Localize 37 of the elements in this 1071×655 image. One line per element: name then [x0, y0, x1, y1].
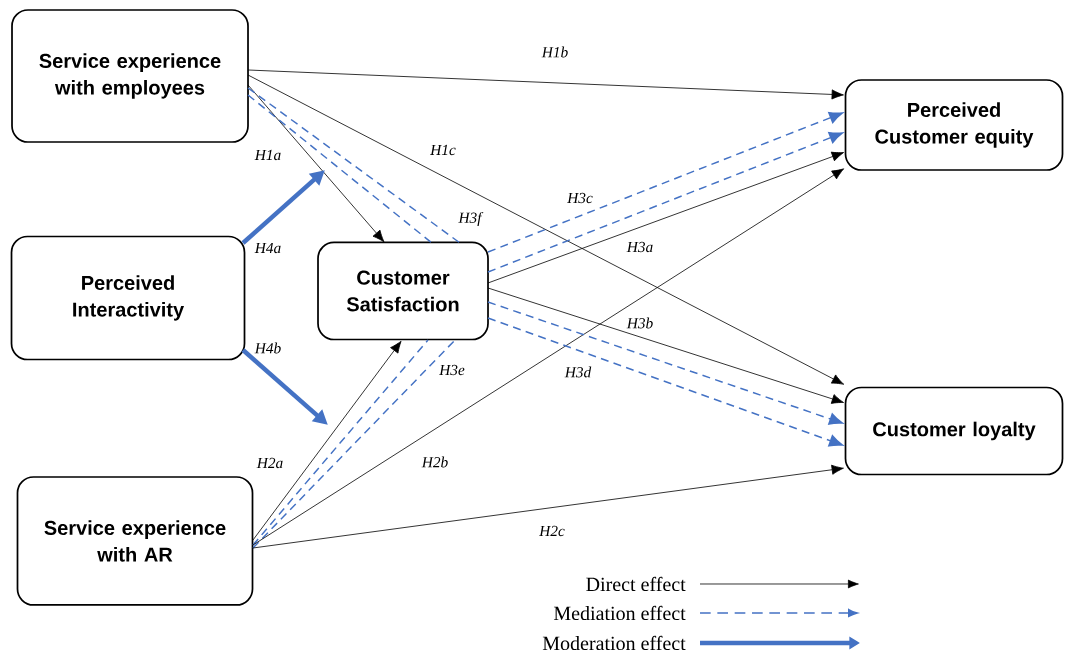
arrow — [247, 84, 385, 243]
concept-box: Service experience with employees — [11, 9, 249, 143]
edge-label: H2a — [255, 456, 285, 470]
arrow — [487, 317, 844, 447]
edge-label: H3e — [437, 363, 467, 377]
concept-box: Perceived Customer equity — [844, 79, 1064, 171]
edge-label: H3b — [625, 316, 655, 330]
edge-label: H3d — [563, 365, 593, 379]
legend-label: Direct effect — [586, 576, 686, 592]
edge-label: H3c — [565, 191, 595, 205]
edge-label: H1c — [428, 143, 458, 157]
edge-label: H1b — [540, 45, 570, 59]
concept-box: Perceived Interactivity — [10, 235, 246, 361]
arrow — [487, 287, 844, 404]
concept-box: Customer Satisfaction — [317, 241, 489, 341]
arrow — [487, 111, 844, 253]
concept-box: Service experience with AR — [16, 476, 254, 606]
arrow — [252, 464, 844, 549]
arrow — [247, 69, 844, 100]
connector-line — [247, 94, 433, 244]
arrow — [487, 151, 844, 284]
arrow — [252, 168, 845, 546]
legend-label: Mediation effect — [553, 605, 686, 621]
concept-box: Customer loyalty — [844, 386, 1064, 476]
arrow — [487, 131, 844, 273]
arrow — [487, 301, 844, 425]
edge-label: H2c — [537, 524, 567, 538]
edge-label: H2b — [420, 455, 450, 469]
legend-label: Moderation effect — [542, 635, 686, 651]
connector-line — [247, 87, 461, 244]
arrow — [252, 340, 402, 541]
edge-label: H3a — [625, 240, 655, 254]
edge-label: H3f — [457, 210, 484, 228]
edge-label: H1a — [253, 148, 283, 162]
edge-label: H4b — [253, 341, 283, 355]
edge-label: H4a — [253, 241, 283, 255]
arrow — [247, 74, 845, 385]
